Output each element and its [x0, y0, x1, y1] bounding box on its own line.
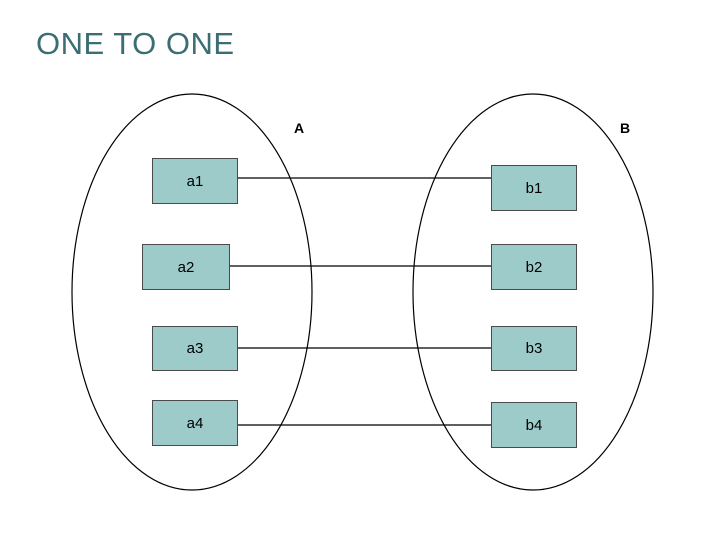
node-a4[interactable]: a4: [152, 400, 238, 446]
set-a-ellipse: [71, 93, 313, 491]
node-a2[interactable]: a2: [142, 244, 230, 290]
node-a1[interactable]: a1: [152, 158, 238, 204]
set-b-ellipse: [412, 93, 654, 491]
page-title: ONE TO ONE: [36, 26, 235, 61]
node-b3[interactable]: b3: [491, 326, 577, 371]
node-a3[interactable]: a3: [152, 326, 238, 371]
set-label-a: A: [294, 120, 305, 136]
node-b4[interactable]: b4: [491, 402, 577, 448]
set-label-b: B: [620, 120, 631, 136]
node-b2[interactable]: b2: [491, 244, 577, 290]
node-b1[interactable]: b1: [491, 165, 577, 211]
